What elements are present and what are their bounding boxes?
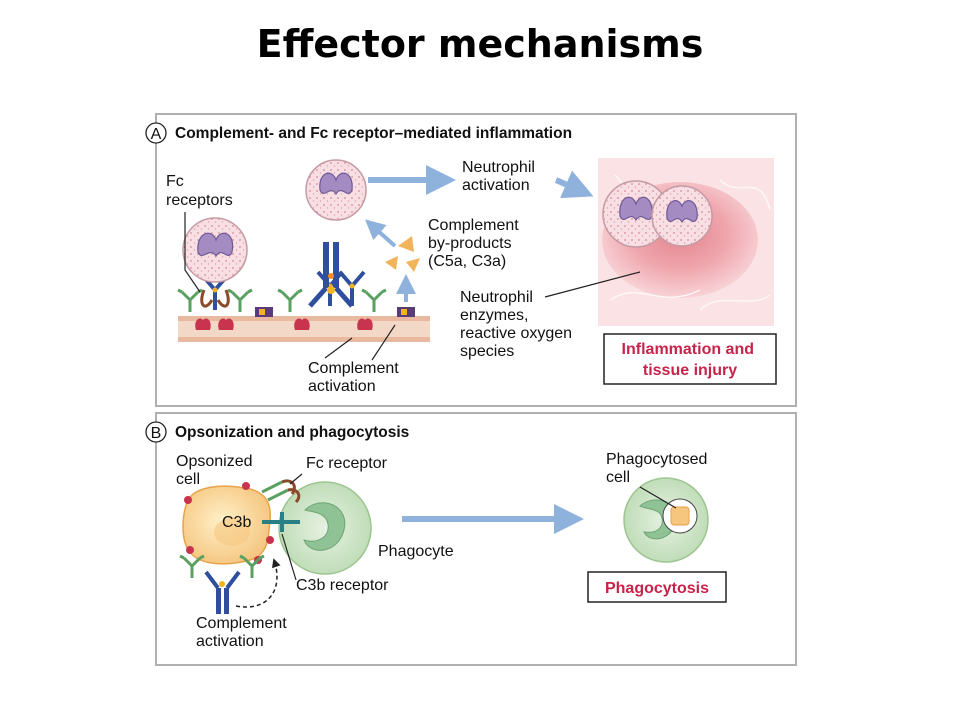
complement-feedback-arrow: [235, 558, 281, 608]
phagocyte-label: Phagocyte: [378, 543, 454, 560]
complement-activation-label-b: Complement activation: [196, 615, 291, 650]
panel-a-heading: Complement- and Fc receptor–mediated inf…: [175, 125, 572, 142]
inflamed-tissue: [598, 158, 774, 326]
panel-a-leader-lines: [184, 212, 641, 361]
panel-a-arrows: [365, 165, 594, 302]
neutrophil-activation-label: Neutrophil activation: [462, 159, 539, 194]
slide-title: Effector mechanisms: [256, 22, 704, 66]
inflammation-badge-frame: [603, 333, 777, 385]
c3b-receptor-label: C3b receptor: [296, 577, 389, 594]
panel-b-heading: Opsonization and phagocytosis: [175, 424, 409, 441]
neutrophil-enzymes-label: Neutrophil enzymes, reactive oxygen spec…: [460, 289, 577, 360]
complement-activation-label-a: Complement activation: [308, 360, 403, 395]
opsonized-cell-label: Opsonized cell: [176, 453, 257, 488]
phagocytosis-badge-text: Phagocytosis: [605, 580, 709, 597]
panel-b-leader-lines: [281, 473, 677, 581]
phagocytosis-badge-frame: [587, 571, 727, 603]
inflammation-badge-text: Inflammation and tissue injury: [622, 341, 759, 379]
neutrophil-fc-bound: [182, 217, 248, 283]
fc-receptor-label: Fc receptor: [306, 455, 388, 472]
fc-receptors-label: Fc receptors: [166, 173, 233, 209]
panel-b-letter: B: [151, 425, 162, 442]
panel-b-letter-circle: [145, 421, 167, 443]
membrane-antigens: [195, 307, 415, 330]
complement-fragments: [385, 236, 420, 272]
fc-receptor-bridge: [261, 479, 301, 504]
panel-a-letter-circle: [145, 122, 167, 144]
opsonized-cell: [182, 482, 274, 565]
fc-receptor-complexes: [176, 270, 388, 314]
complement-byproducts-label: Complement by-products (C5a, C3a): [428, 217, 523, 270]
phagocytosed-cell-view: [623, 477, 709, 563]
c3b-receptor-bridge: [262, 512, 300, 532]
phagocyte-cell: [278, 481, 372, 575]
neutrophil-attracted: [305, 159, 367, 221]
phagocytosed-cell-label: Phagocytosed cell: [606, 451, 712, 486]
panel-a-letter: A: [151, 126, 162, 143]
complement-binding-antibody: [308, 242, 354, 308]
complement-activating-antibody: [178, 554, 266, 614]
c3b-label: C3b: [222, 514, 251, 531]
